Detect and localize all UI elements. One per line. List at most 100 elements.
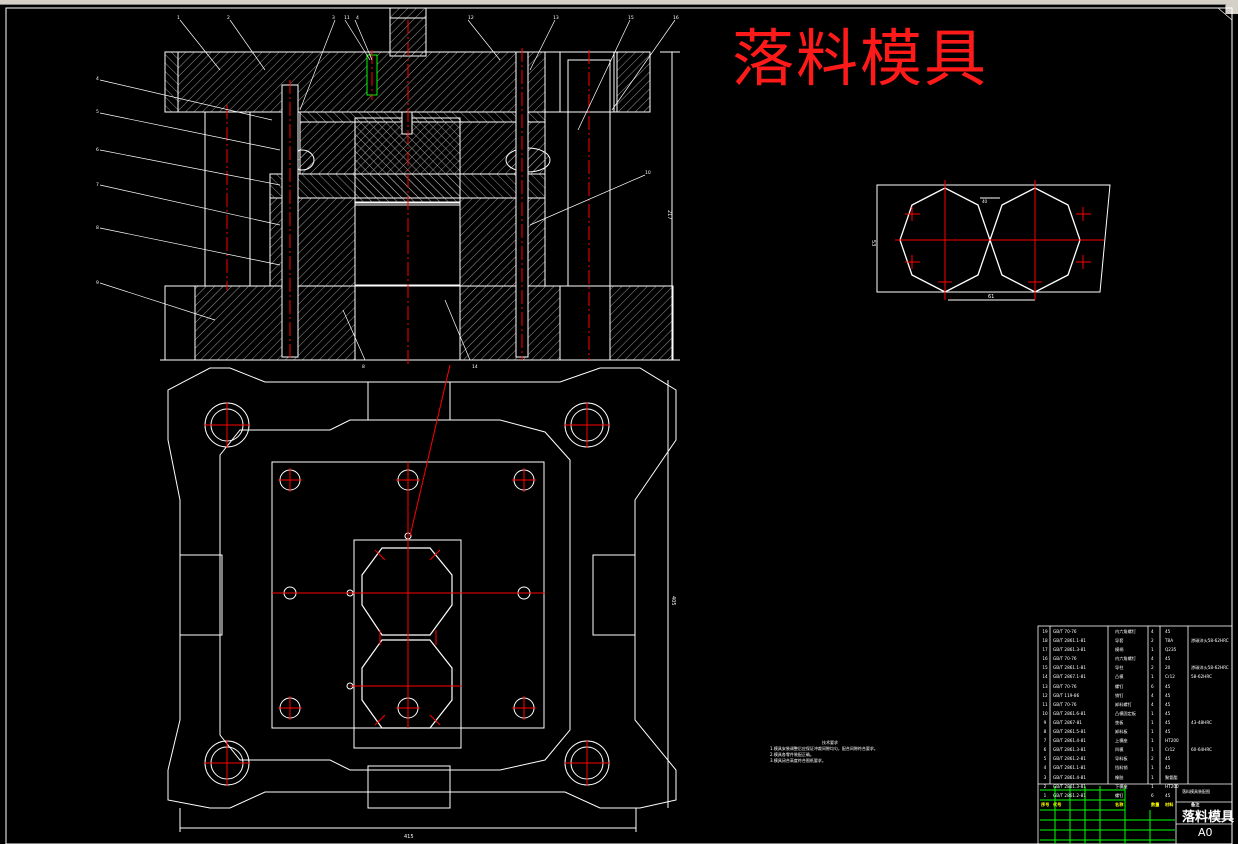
- bom-cell-code: GB/T 2861.1-81: [1053, 665, 1086, 671]
- bom-cell-mat: Cr12: [1165, 747, 1175, 753]
- bom-cell-qty: 1: [1151, 719, 1154, 725]
- bom-header-row: 序号代号名称数量材料备注: [1041, 800, 1231, 809]
- bom-cell-mat: 45: [1165, 692, 1171, 698]
- bom-cell-name: 销钉: [1115, 692, 1124, 698]
- bom-cell-name: 导套: [1115, 638, 1124, 644]
- bom-cell-no: 3: [1043, 774, 1047, 780]
- bom-cell-name: 内六角螺钉: [1115, 629, 1136, 634]
- bom-cell-no: 6: [1043, 747, 1047, 753]
- front-leader-lines: [99, 19, 676, 361]
- bom-cell-no: 17: [1042, 647, 1048, 653]
- bom-cell-no: 11: [1042, 701, 1048, 707]
- bom-cell-qty: 4: [1151, 692, 1154, 698]
- bom-cell-name: 卸料板: [1115, 729, 1128, 735]
- bom-cell-name: 螺钉: [1115, 792, 1124, 798]
- bom-cell-mat: 45: [1165, 629, 1171, 634]
- bom-cell-mat: HT200: [1165, 783, 1179, 789]
- svg-text:13: 13: [553, 15, 559, 21]
- svg-text:10: 10: [645, 170, 651, 176]
- note-line: 2.模具各零件装配正确。: [770, 752, 814, 757]
- bom-cell-name: 凸模: [1115, 674, 1124, 680]
- bom-cell-rem: 渗碳淬火58-62HRC: [1191, 638, 1229, 644]
- bom-cell-mat: 45: [1165, 719, 1171, 725]
- bom-cell-no: 13: [1042, 683, 1048, 689]
- svg-text:8: 8: [96, 225, 99, 231]
- bom-cell-mat: 45: [1165, 765, 1171, 771]
- bom-cell-name: 凸模固定板: [1115, 710, 1136, 716]
- bom-cell-code: GB/T 119-86: [1053, 692, 1080, 698]
- bom-cell-name: 凹模: [1115, 747, 1124, 753]
- bom-cell-code: GB/T 2861.3-81: [1053, 647, 1086, 653]
- bom-cell-mat: 45: [1165, 701, 1171, 707]
- svg-text:12: 12: [468, 15, 474, 21]
- bom-cell-name: 导料板: [1115, 756, 1128, 762]
- bom-cell-mat: 45: [1165, 683, 1171, 689]
- bom-header-name: 名称: [1115, 801, 1124, 807]
- plan-centerlines: [204, 364, 610, 786]
- bom-cell-code: GB/T 70-76: [1053, 656, 1077, 662]
- bom-cell-code: GB/T 2861.3-81: [1053, 747, 1086, 753]
- svg-text:4: 4: [96, 76, 99, 82]
- bom-cell-qty: 6: [1151, 683, 1154, 689]
- bom-cell-code: GB/T 2861.1-81: [1053, 638, 1086, 644]
- drawing-title: 落料模具: [732, 22, 989, 95]
- bom-cell-code: GB/T 2861.3-81: [1053, 783, 1086, 789]
- bom-cell-code: GB/T 2861.4-81: [1053, 738, 1086, 744]
- notes-heading: 技术要求: [822, 740, 838, 745]
- bom-cell-qty: 2: [1151, 665, 1154, 671]
- bom-cell-qty: 1: [1151, 738, 1154, 744]
- bom-cell-no: 7: [1043, 738, 1047, 744]
- bom-cell-qty: 4: [1151, 629, 1154, 634]
- bom-cell-mat: Cr12: [1165, 674, 1175, 680]
- bom-cell-mat: 20: [1165, 665, 1171, 671]
- bom-cell-name: 挡料销: [1115, 765, 1128, 771]
- bom-cell-qty: 6: [1151, 792, 1154, 798]
- bom-cell-mat: 45: [1165, 729, 1171, 735]
- bom-cell-name: 导柱: [1115, 665, 1124, 671]
- bom-header-no: 序号: [1041, 801, 1049, 807]
- bom-cell-mat: 45: [1165, 756, 1171, 762]
- bom-cell-code: GB/T 70-76: [1053, 701, 1077, 707]
- bom-cell-no: 2: [1043, 783, 1047, 789]
- bom-cell-no: 15: [1042, 665, 1048, 671]
- bom-header-code: 代号: [1053, 801, 1062, 807]
- bom-cell-qty: 4: [1151, 701, 1154, 707]
- bom-cell-no: 14: [1042, 674, 1048, 680]
- bom-cell-mat: T8A: [1165, 638, 1174, 644]
- bom-cell-qty: 1: [1151, 774, 1154, 780]
- bom-cell-mat: 45: [1165, 792, 1171, 798]
- drawing-frame: [5, 7, 1233, 844]
- bom-cell-qty: 1: [1151, 674, 1154, 680]
- bom-cell-name: 橡胶: [1115, 774, 1124, 780]
- bom-cell-name: 内六角螺钉: [1115, 656, 1136, 662]
- titleblock-part: 落料模具装配图: [1182, 789, 1210, 794]
- svg-text:16: 16: [673, 15, 679, 21]
- note-line: 3.模具闭合高度符合图纸要求。: [770, 758, 826, 763]
- blank-part-view: [876, 184, 1111, 301]
- window-top-strip: [0, 0, 1238, 5]
- bom-cell-rem: 60-64HRC: [1191, 747, 1212, 753]
- bom-cell-no: 4: [1043, 765, 1047, 771]
- bom-cell-no: 16: [1042, 656, 1048, 662]
- technical-notes: 技术要求 1.模具安装调整后应保证冲裁间隙均匀，配合间隙符合要求。 2.模具各零…: [770, 740, 890, 764]
- bom-cell-code: GB/T 70-76: [1053, 629, 1077, 634]
- titleblock-scale: A0: [1198, 826, 1213, 839]
- bom-header-qty: 数量: [1151, 801, 1159, 807]
- bom-cell-name: 上模座: [1115, 738, 1128, 744]
- title-block-green-grid: [1040, 786, 1175, 844]
- bom-cell-code: GB/T 2861.4-81: [1053, 774, 1086, 780]
- front-centerlines: [226, 20, 590, 365]
